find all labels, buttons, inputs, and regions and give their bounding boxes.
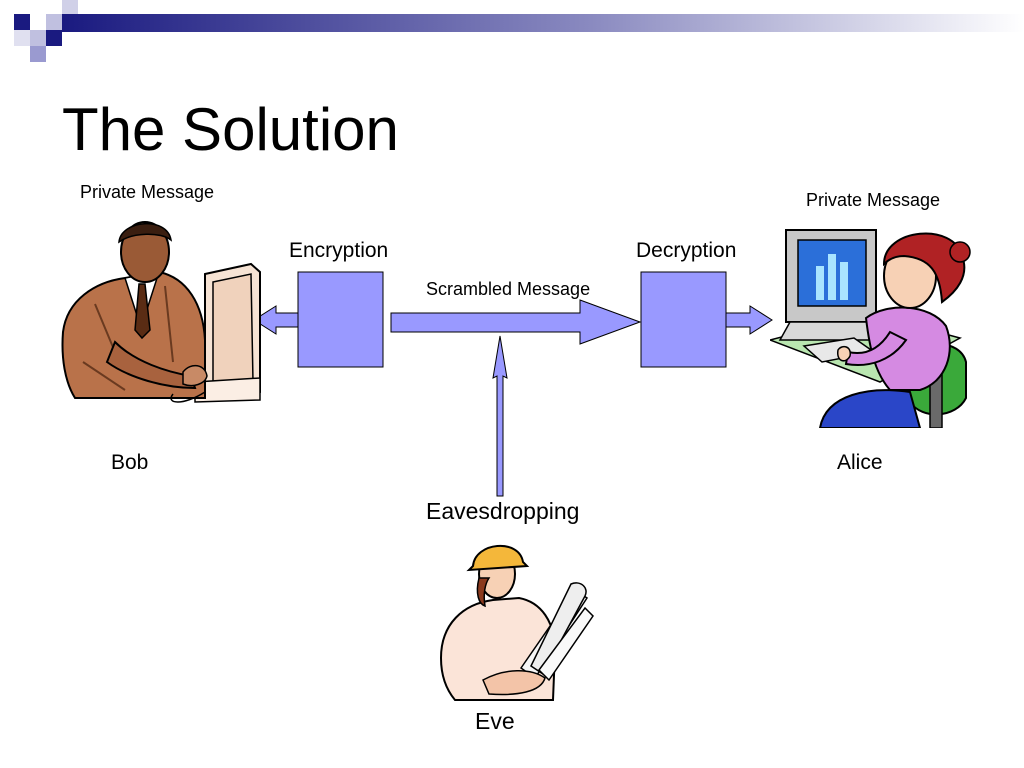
header-square [46,14,62,30]
header-square [30,46,46,62]
bob-name-label: Bob [111,451,149,474]
scrambled-message-arrow [390,299,642,345]
alice-name-label: Alice [837,451,883,474]
header-square [30,30,46,46]
header-square [62,0,78,14]
bob-person-icon [61,221,261,403]
arrow-to-bob [253,305,299,335]
bob-private-message-label: Private Message [80,182,215,202]
header-square [14,30,30,46]
eve-person-icon [439,545,594,701]
header-decoration [14,0,1024,62]
scrambled-message-label: Scrambled Message [426,279,591,299]
alice-private-message-label: Private Message [806,190,941,210]
header-gradient-bar [62,14,1024,32]
encryption-box [297,271,384,368]
eavesdropping-arrow [492,335,508,497]
arrow-to-alice [725,305,773,335]
decryption-label: Decryption [636,239,737,262]
eve-name-label: Eve [475,708,515,734]
eavesdropping-label: Eavesdropping [426,498,580,524]
header-square [14,14,30,30]
decryption-box [640,271,727,368]
header-square [46,30,62,46]
slide-title: The Solution [62,96,399,163]
encryption-label: Encryption [289,239,389,262]
alice-person-icon [770,229,971,428]
